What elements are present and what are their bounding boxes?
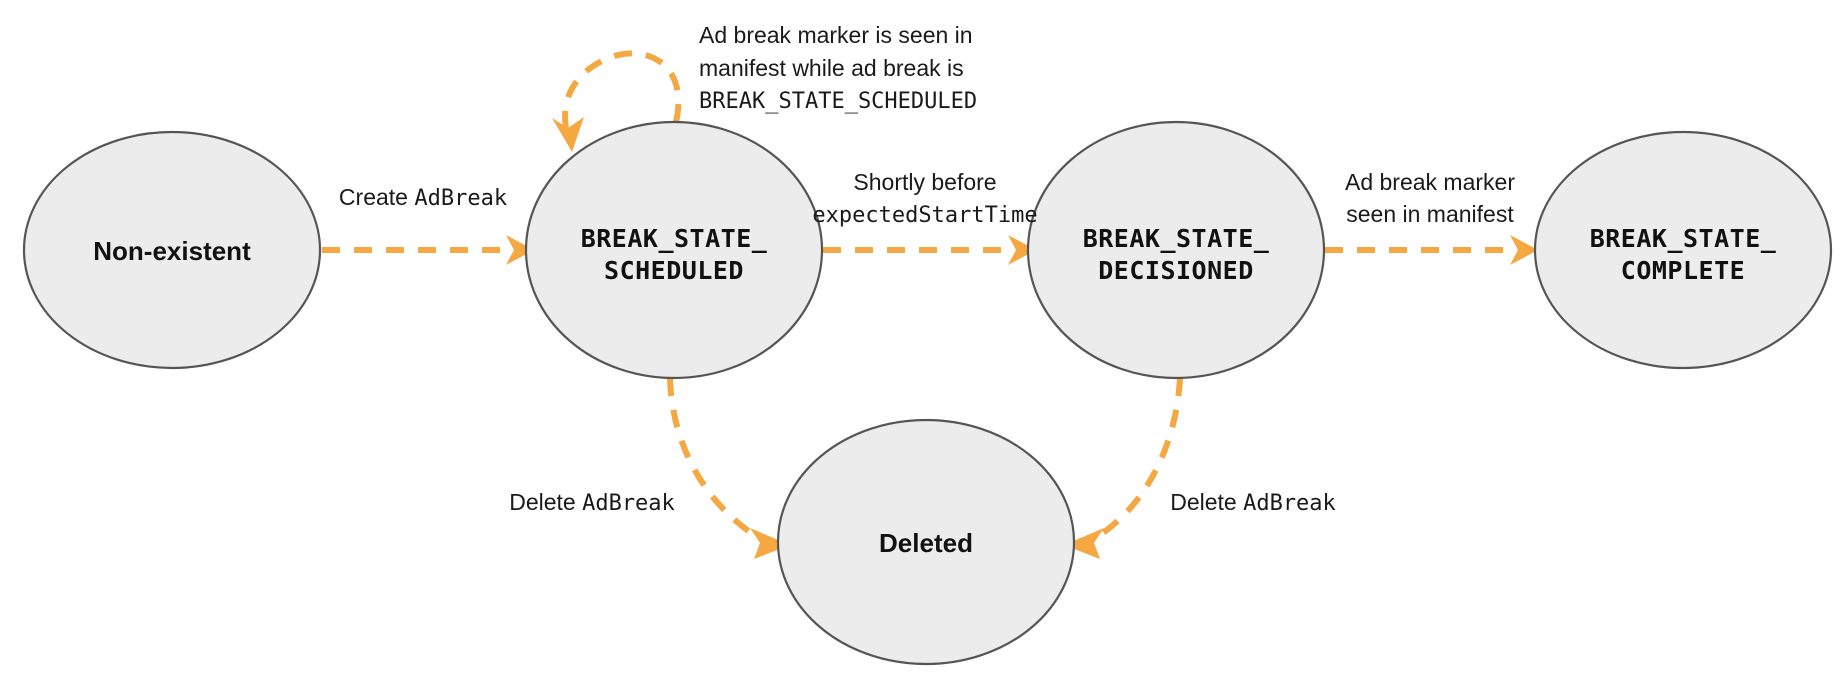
state-node-break-state-decisioned[interactable]: BREAK_STATE_ DECISIONED (1026, 120, 1326, 380)
edge-label-marker-seen-in-manifest: Ad break marker seen in manifest (1345, 169, 1515, 227)
edge-path-delete-from-decisioned (1088, 377, 1183, 544)
state-node-break-state-complete-label-line1: BREAK_STATE_ (1590, 224, 1777, 253)
svg-text:Create AdBreak: Create AdBreak (339, 184, 507, 211)
edge-label-delete-from-decisioned-seg0: Delete (1170, 489, 1243, 515)
state-node-break-state-complete-label-line2: COMPLETE (1621, 256, 1745, 285)
arrowhead-delete-from-scheduled (750, 528, 790, 559)
edge-delete-from-decisioned (1064, 377, 1183, 559)
state-node-non-existent-label: Non-existent (93, 236, 251, 266)
edge-delete-from-scheduled (667, 377, 790, 559)
edge-label-create-adbreak: Create AdBreak (339, 184, 507, 211)
edge-label-delete-from-decisioned: Delete AdBreak (1170, 489, 1336, 516)
edge-label-create-adbreak-seg1: AdBreak (414, 186, 507, 211)
edge-label-self-loop-scheduled-line1: Ad break marker is seen in (699, 22, 973, 48)
edge-path-self-loop-scheduled (562, 50, 682, 129)
edge-label-create-adbreak-seg0: Create (339, 184, 414, 210)
edge-label-self-loop-scheduled: Ad break marker is seen in manifest whil… (699, 22, 977, 114)
edge-label-delete-from-scheduled-seg1: AdBreak (582, 491, 675, 516)
state-node-break-state-decisioned-label-line1: BREAK_STATE_ (1083, 224, 1270, 253)
svg-text:Delete AdBreak: Delete AdBreak (509, 489, 675, 516)
edge-label-marker-seen-in-manifest-line2: seen in manifest (1346, 201, 1514, 227)
state-node-non-existent[interactable]: Non-existent (22, 130, 322, 370)
arrowhead-self-loop-scheduled (552, 117, 584, 152)
edge-label-shortly-before: Shortly before expectedStartTime (812, 169, 1037, 228)
edge-label-delete-from-scheduled: Delete AdBreak (509, 489, 675, 516)
edge-label-self-loop-scheduled-line3: BREAK_STATE_SCHEDULED (699, 89, 977, 114)
edge-label-delete-from-scheduled-seg0: Delete (509, 489, 582, 515)
state-node-non-existent-shape[interactable] (22, 130, 322, 370)
arrowhead-delete-from-decisioned (1064, 528, 1104, 559)
arrowhead-marker-seen-in-manifest (1510, 235, 1538, 265)
svg-text:Delete AdBreak: Delete AdBreak (1170, 489, 1336, 516)
arrowhead-create-adbreak (506, 235, 534, 265)
edge-self-loop-scheduled (552, 50, 682, 152)
state-node-deleted-shape[interactable] (776, 418, 1076, 666)
state-node-deleted-label: Deleted (879, 528, 973, 558)
state-node-break-state-complete-shape[interactable] (1533, 130, 1833, 370)
state-node-break-state-scheduled-label-line2: SCHEDULED (604, 256, 744, 285)
edge-create-adbreak (322, 235, 534, 265)
edge-label-shortly-before-line2: expectedStartTime (812, 203, 1037, 228)
state-node-deleted[interactable]: Deleted (776, 418, 1076, 666)
state-node-break-state-decisioned-shape[interactable] (1026, 120, 1326, 380)
state-node-break-state-decisioned-label-line2: DECISIONED (1098, 256, 1254, 285)
edge-shortly-before (823, 235, 1036, 265)
state-node-break-state-complete[interactable]: BREAK_STATE_ COMPLETE (1533, 130, 1833, 370)
state-node-break-state-scheduled-label-line1: BREAK_STATE_ (581, 224, 768, 253)
edge-label-shortly-before-line1: Shortly before (853, 169, 996, 195)
state-node-break-state-scheduled-shape[interactable] (524, 120, 824, 380)
edge-label-marker-seen-in-manifest-line1: Ad break marker (1345, 169, 1515, 195)
state-node-break-state-scheduled[interactable]: BREAK_STATE_ SCHEDULED (524, 120, 824, 380)
edge-label-delete-from-decisioned-seg1: AdBreak (1243, 491, 1336, 516)
edge-label-self-loop-scheduled-line2: manifest while ad break is (699, 55, 964, 81)
edge-path-delete-from-scheduled (667, 377, 766, 544)
arrowhead-shortly-before (1008, 235, 1036, 265)
edge-marker-seen-in-manifest (1325, 235, 1538, 265)
